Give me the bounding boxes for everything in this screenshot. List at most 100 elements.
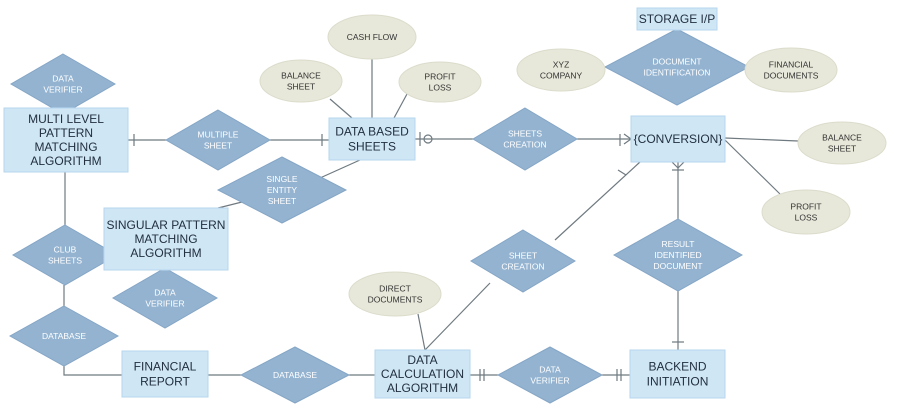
relationship-diamond: [239, 346, 351, 404]
entity-conv-text: {CONVERSION}: [634, 132, 723, 146]
relationship-diamond: [11, 224, 119, 286]
attribute-findocs-text: DOCUMENTS: [764, 71, 819, 81]
entity-conv[interactable]: {CONVERSION}: [630, 115, 726, 163]
entity-backend-text: BACKEND: [648, 360, 706, 374]
relationship-ms-text: MULTIPLE: [198, 130, 239, 140]
relationship-rid-text: DOCUMENT: [653, 261, 702, 271]
relationship-rid-text: RESULT: [662, 239, 695, 249]
entity-mlpma-text: ALGORITHM: [30, 154, 101, 168]
entity-dbs-text: SHEETS: [348, 140, 396, 154]
attribute-cash-text: CASH FLOW: [347, 32, 398, 42]
relationship-diamond: [603, 28, 751, 106]
cardinality-mark: [623, 133, 632, 140]
relationship-sc2-text: CREATION: [501, 262, 544, 272]
entity-spma-text: SINGULAR PATTERN: [107, 218, 226, 232]
relationship-dv2-text: DATA: [154, 288, 176, 298]
relationship-diamond: [612, 218, 744, 292]
relationship-club-text: SHEETS: [48, 256, 82, 266]
entity-dca-text: DATA: [407, 353, 437, 367]
conn-finrep-db1: [63, 366, 122, 376]
attribute-direct-text: DOCUMENTS: [368, 295, 423, 305]
attribute-xyz-text: COMPANY: [540, 71, 583, 81]
entity-spma-text: MATCHING: [134, 232, 197, 246]
cardinality-mark: [617, 169, 627, 176]
relationship-db2[interactable]: DATABASE: [239, 346, 351, 404]
entity-box: [328, 117, 416, 161]
entity-box: [103, 207, 229, 271]
attribute-bal2-text: BALANCE: [822, 133, 862, 143]
relationship-sc1-text: CREATION: [503, 140, 546, 150]
attribute-pl2-text: LOSS: [795, 213, 818, 223]
relationship-diamond: [164, 109, 272, 171]
relationship-ses-text: SINGLE: [266, 174, 298, 184]
attribute-ellipse: [398, 61, 482, 103]
relationship-db1[interactable]: DATABASE: [8, 305, 120, 367]
conn-ses-dbs: [319, 159, 361, 179]
entity-dca-text: CALCULATION: [381, 367, 464, 381]
relationship-db2-text: DATABASE: [273, 370, 317, 380]
attribute-cash[interactable]: CASH FLOW: [327, 14, 417, 60]
entity-box: [121, 350, 209, 398]
attribute-ellipse: [761, 189, 851, 235]
relationship-diamond: [111, 267, 219, 329]
relationship-sc1-text: SHEETS: [508, 129, 542, 139]
attribute-direct-text: DIRECT: [379, 284, 411, 294]
relationship-diamond: [472, 107, 578, 171]
attribute-bal2-text: SHEET: [828, 144, 856, 154]
entity-finrep-text: REPORT: [140, 375, 190, 389]
attribute-ellipse: [516, 48, 606, 92]
attribute-ellipse: [744, 47, 838, 93]
conn-conv-bal2: [724, 137, 799, 142]
entity-spma-text: ALGORITHM: [130, 246, 201, 260]
attribute-pl1-text: LOSS: [429, 83, 452, 93]
relationship-docid-text: DOCUMENT: [652, 57, 701, 67]
attribute-ellipse: [259, 59, 343, 103]
attribute-findocs-text: FINANCIAL: [769, 60, 814, 70]
relationship-diamond: [470, 229, 576, 293]
cardinality-mark: [671, 161, 679, 169]
relationship-sc2-text: SHEET: [509, 251, 537, 261]
entity-mlpma-text: PATTERN: [39, 126, 93, 140]
cardinality-mark: [623, 138, 632, 145]
relationship-db1-text: DATABASE: [42, 331, 86, 341]
relationship-club-text: CLUB: [54, 245, 77, 255]
relationship-diamond: [216, 156, 348, 224]
conn-dca-sc2: [424, 282, 491, 351]
entity-dbs-text: DATA BASED: [335, 125, 409, 139]
attribute-bal1-text: SHEET: [287, 82, 315, 92]
entity-storage[interactable]: STORAGE I/P: [636, 7, 718, 31]
entity-box: [630, 115, 726, 163]
entity-storage-text: STORAGE I/P: [639, 12, 715, 26]
relationship-diamond: [496, 346, 604, 404]
conn-direct-dca: [417, 313, 426, 351]
relationship-dv2-text: VERIFIER: [145, 299, 184, 309]
relationship-dv3-text: VERIFIER: [530, 376, 569, 386]
attribute-pl1-text: PROFIT: [424, 72, 455, 82]
attribute-pl2-text: PROFIT: [790, 202, 821, 212]
